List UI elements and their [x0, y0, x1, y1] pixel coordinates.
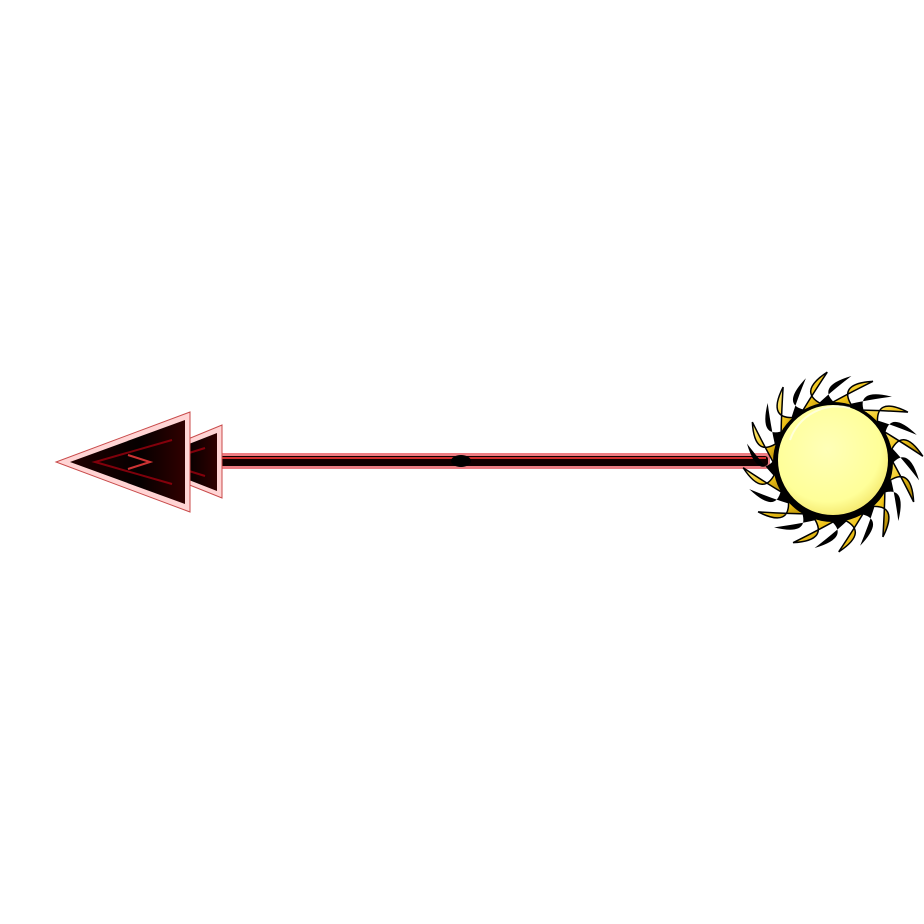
sun-ray [853, 405, 909, 429]
sun-disc [778, 405, 888, 515]
sun-ray [776, 386, 800, 442]
sun-ray-shadow [746, 443, 781, 483]
sun-ray-shadow [885, 441, 920, 481]
sun-ray [757, 495, 813, 519]
sun-ray [866, 482, 890, 538]
arrow-shaft [210, 453, 770, 469]
sun-ray-shadow [814, 514, 854, 549]
shaft-highlight [214, 457, 766, 459]
sun-icon [742, 371, 924, 553]
sun-ray-shadow [812, 375, 852, 410]
arrowhead-front [54, 411, 191, 513]
shaft-knot [451, 455, 471, 467]
